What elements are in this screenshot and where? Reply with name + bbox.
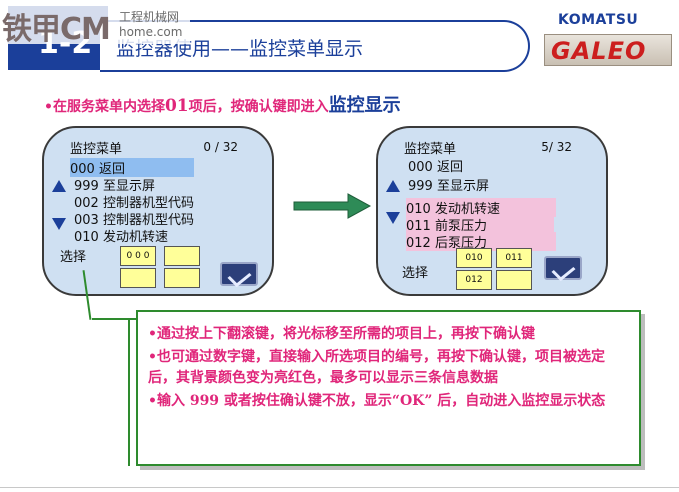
watermark: 铁甲CM 工程机械网 home.com bbox=[2, 4, 191, 47]
select-label: 选择 bbox=[60, 250, 87, 265]
triangle-up-icon[interactable] bbox=[386, 180, 400, 192]
screen-title: 监控菜单 bbox=[404, 142, 457, 157]
watermark-line2: home.com bbox=[118, 25, 183, 39]
triangle-down-icon[interactable] bbox=[52, 218, 66, 230]
galeo-logo: GALEO bbox=[544, 34, 672, 66]
selection-box: 011 bbox=[496, 248, 532, 268]
menu-row[interactable]: 000 返回 bbox=[408, 160, 463, 175]
menu-row[interactable]: 999 至显示屏 bbox=[74, 179, 155, 194]
explanation-item: •也可通过数字键，直接输入所选项目的编号，再按下确认键，项目被选定后，其背景颜色… bbox=[148, 349, 605, 386]
monitor-screen-after: 监控菜单 5/ 32 000 返回 999 至显示屏 010 发动机转速 011… bbox=[376, 126, 608, 296]
menu-row-cursor[interactable]: 000 返回 bbox=[70, 158, 194, 177]
triangle-down-icon[interactable] bbox=[386, 212, 400, 224]
triangle-up-icon[interactable] bbox=[52, 180, 66, 192]
selection-box bbox=[496, 270, 532, 290]
menu-row-selected[interactable]: 011 前泵压力 bbox=[406, 215, 554, 234]
menu-row[interactable]: 003 控制器机型代码 bbox=[74, 213, 194, 228]
check-icon[interactable] bbox=[544, 256, 582, 280]
check-icon[interactable] bbox=[220, 262, 258, 286]
selection-box bbox=[164, 268, 200, 288]
menu-row[interactable]: 999 至显示屏 bbox=[408, 179, 489, 194]
explanation-item: •通过按上下翻滚键，将光标移至所需的项目上，再按下确认键 bbox=[148, 326, 535, 342]
page-indicator: 0 / 32 bbox=[203, 140, 238, 154]
intro-prefix: •在服务菜单内选择 bbox=[44, 99, 165, 115]
watermark-line1: 工程机械网 bbox=[118, 10, 179, 24]
explanation-box: •通过按上下翻滚键，将光标移至所需的项目上，再按下确认键 •也可通过数字键，直接… bbox=[136, 310, 641, 466]
intro-text: •在服务菜单内选择01项后，按确认键即进入监控显示 bbox=[44, 91, 401, 117]
explanation-item: •输入 999 或者按住确认键不放，显示“OK” 后，自动进入监控显示状态 bbox=[148, 393, 606, 409]
menu-row[interactable]: 002 控制器机型代码 bbox=[74, 196, 194, 211]
bottom-divider bbox=[0, 487, 679, 488]
watermark-text: 工程机械网 home.com bbox=[119, 4, 182, 39]
komatsu-logo: KOMATSU bbox=[558, 12, 639, 28]
select-label: 选择 bbox=[402, 266, 429, 281]
watermark-logo: 铁甲CM bbox=[2, 12, 111, 47]
selection-box: 0 0 0 bbox=[120, 246, 156, 266]
selection-box: 010 bbox=[456, 248, 492, 268]
selection-box: 012 bbox=[456, 270, 492, 290]
page-indicator: 5/ 32 bbox=[541, 140, 572, 154]
menu-row-selected[interactable]: 010 发动机转速 bbox=[406, 198, 556, 217]
intro-number: 01 bbox=[164, 96, 189, 116]
selection-box bbox=[120, 268, 156, 288]
menu-row[interactable]: 010 发动机转速 bbox=[74, 230, 168, 245]
callout-line bbox=[92, 318, 138, 320]
right-arrow-icon bbox=[293, 193, 372, 219]
selection-box bbox=[164, 246, 200, 266]
intro-highlight: 监控显示 bbox=[328, 95, 401, 116]
galeo-logo-text: GALEO bbox=[551, 37, 647, 65]
menu-row-selected[interactable]: 012 后泵压力 bbox=[406, 232, 556, 251]
monitor-screen-before: 监控菜单 0 / 32 000 返回 999 至显示屏 002 控制器机型代码 … bbox=[42, 126, 274, 296]
callout-line bbox=[128, 318, 130, 466]
intro-middle: 项后，按确认键即进入 bbox=[188, 99, 329, 115]
screen-title: 监控菜单 bbox=[70, 142, 123, 157]
